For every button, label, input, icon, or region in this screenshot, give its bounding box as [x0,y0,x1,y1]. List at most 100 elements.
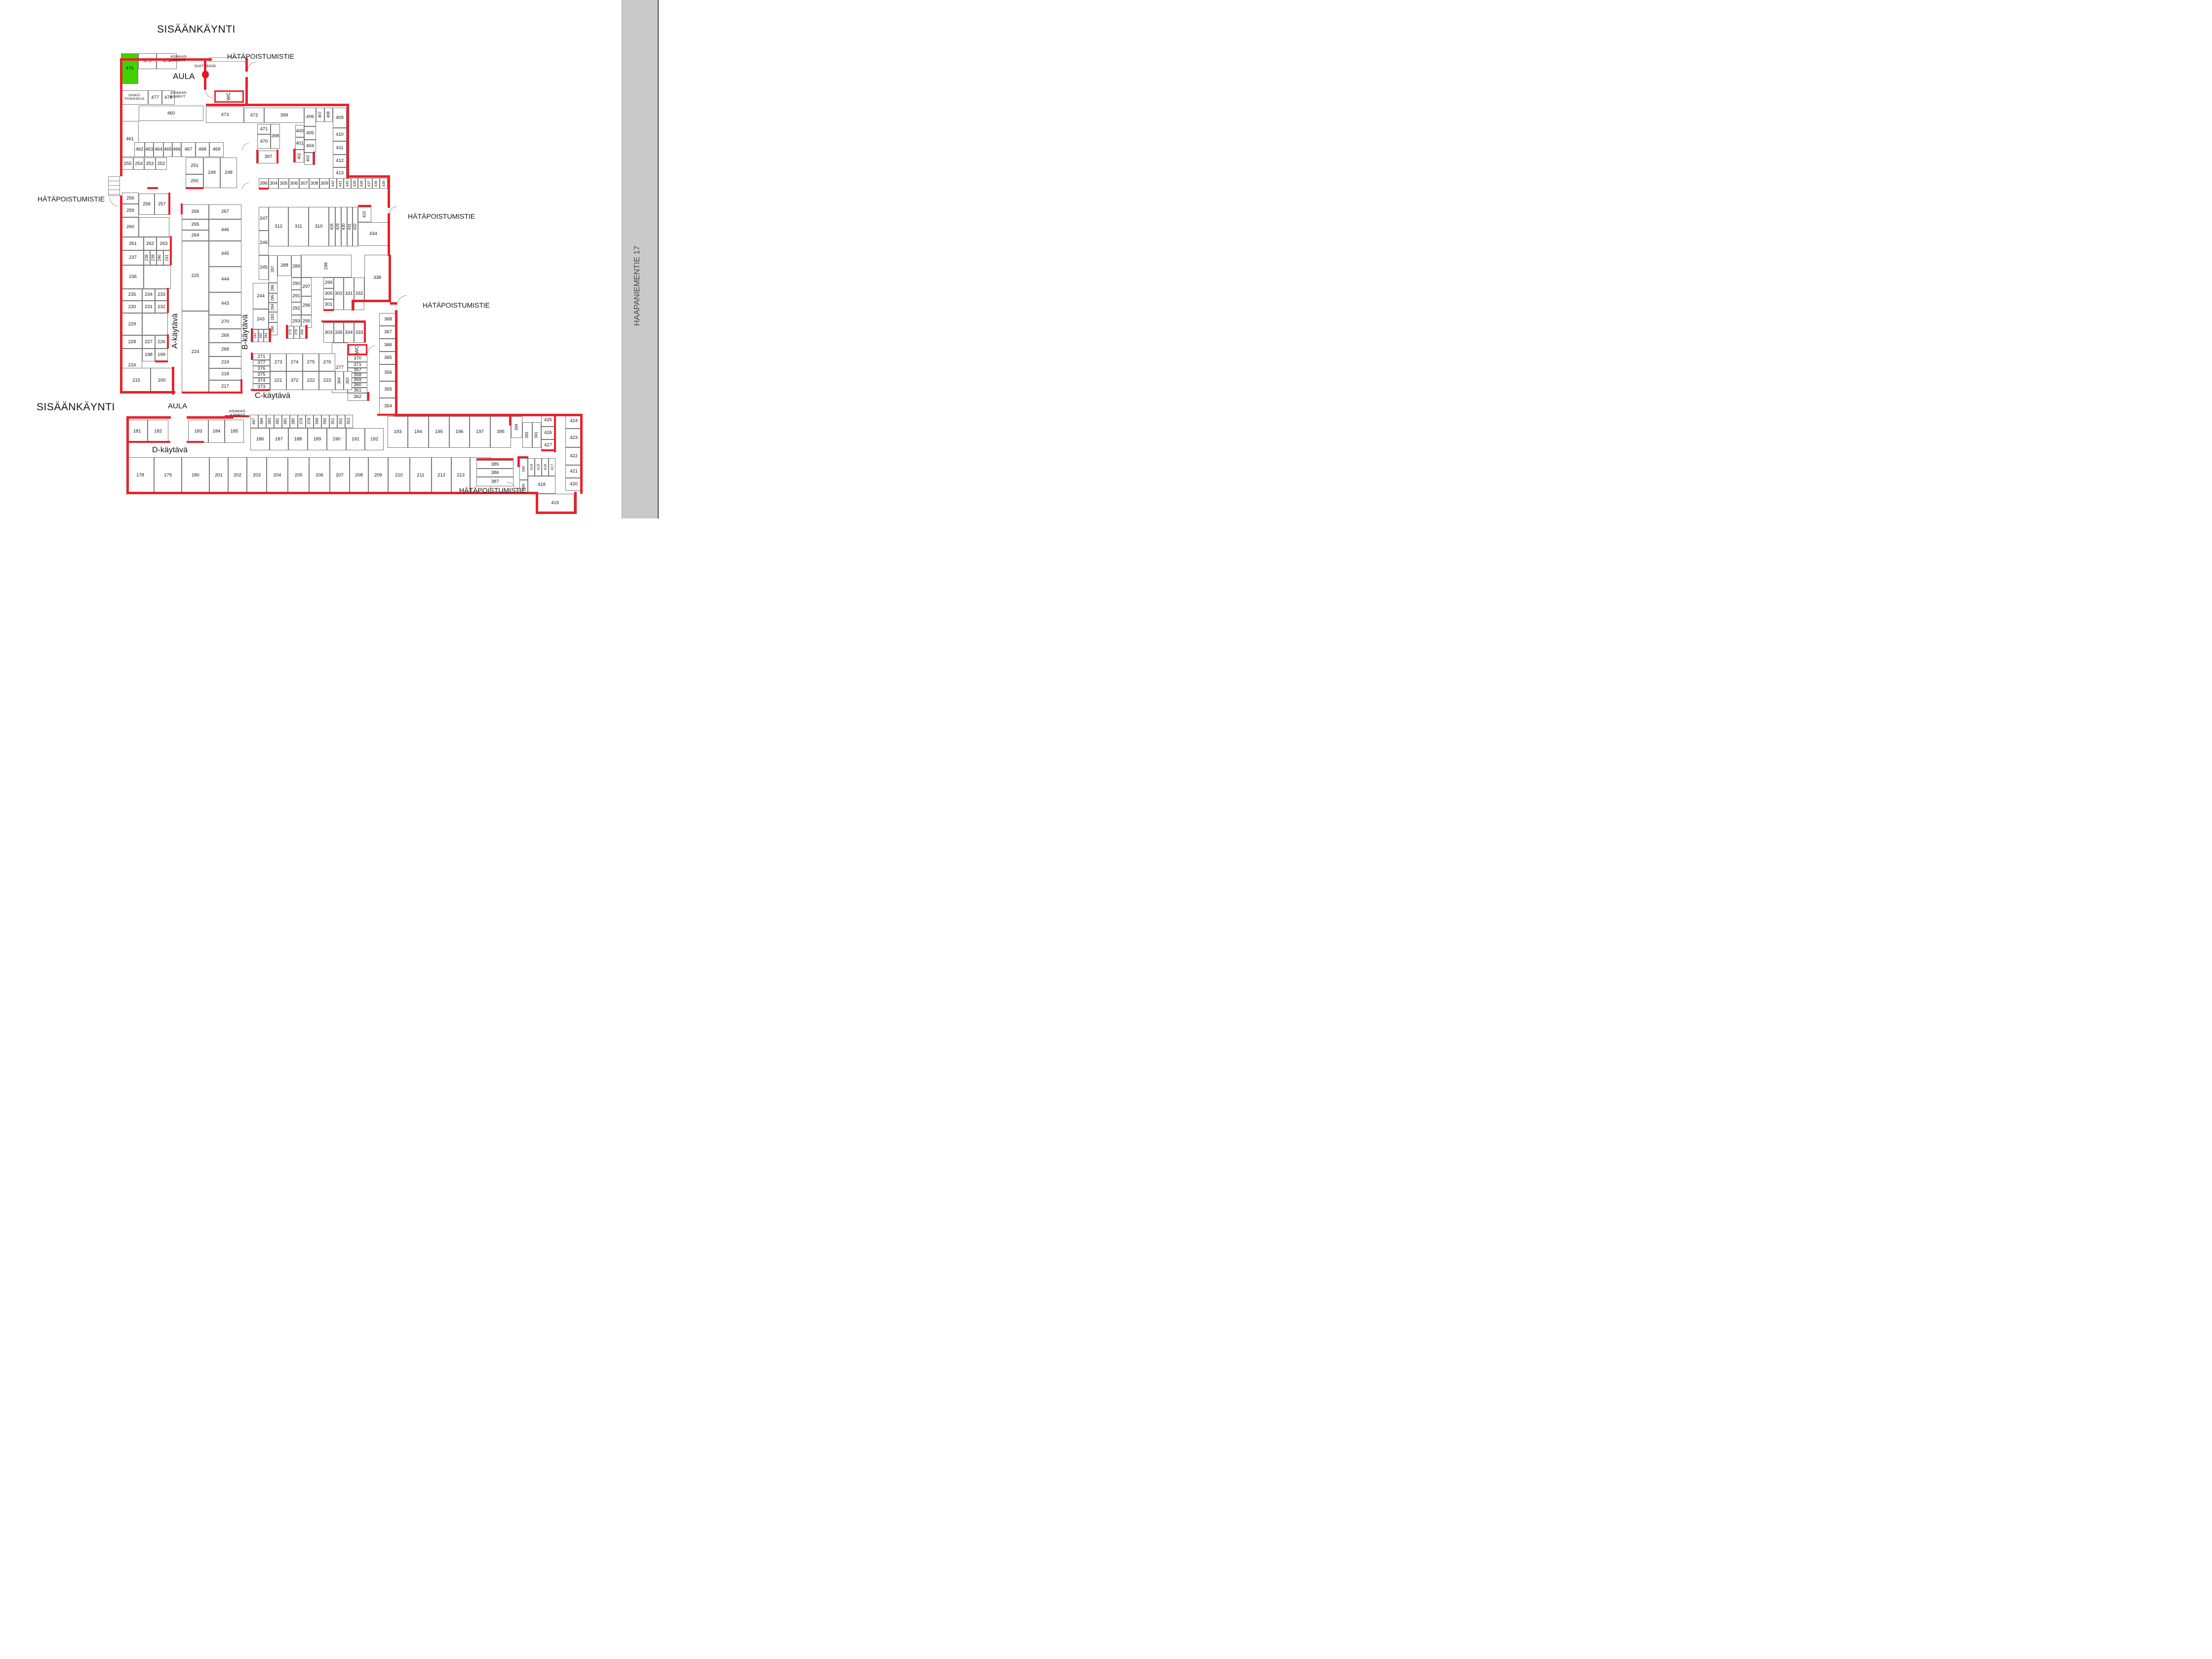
room-217: 217 [209,380,241,393]
room-197: 197 [470,416,490,448]
room-284: 284 [269,303,277,312]
room-label: 350 [322,418,327,425]
room-label: 193 [394,429,402,435]
room-281: 281 [264,329,269,342]
wall-segment [225,415,249,417]
wall-segment [306,325,308,339]
room-label: 463 [145,147,153,153]
room-308: 308 [309,178,319,189]
room-236: 236 [122,265,144,289]
room-label: WC [354,345,360,354]
room-468: 468 [196,142,209,157]
room-label: 382 [275,418,280,425]
room-label: 471 [260,126,268,132]
room-label: 274 [290,359,299,365]
room-label: 419 [551,500,559,506]
corridor-a-label: A-käytävä [171,313,179,349]
room-402: 402 [295,150,304,162]
room-label: 261 [129,240,137,246]
room-309: 309 [319,178,329,189]
door-arc-icon [247,62,257,72]
room-label: 307 [300,180,308,186]
room-label: 390 [521,466,526,473]
room-label: 276 [323,359,331,365]
room-label: 183 [194,428,202,434]
wall-segment [120,196,122,394]
room-182: 182 [148,420,168,443]
wall-segment [347,104,349,179]
room-239: 239 [150,250,157,265]
room-label: 386 [491,470,499,475]
door-arc-icon [242,143,249,150]
room-label: 200 [158,378,166,384]
room-311: 311 [288,207,309,246]
room-279: 279 [288,326,294,339]
room-470: 470 [257,134,271,149]
wall-segment [476,458,514,460]
room-357: 357 [348,368,367,373]
room-label: 195 [435,429,443,435]
room-label: 447 [251,418,256,425]
room-198: 198 [142,349,155,361]
room-label: 188 [294,436,302,442]
room-439: 439 [351,178,358,189]
room-label: 309 [320,180,328,186]
room-300: 300 [323,288,334,299]
room-label: 298 [323,262,329,270]
room-245: 245 [259,255,269,280]
room-label: 460 [167,110,175,116]
room-label: 213 [457,473,465,478]
room-label: 180 [192,473,199,478]
room-395: 395 [490,416,511,448]
room-label: 406 [306,114,314,120]
room-275: 275 [303,354,319,371]
room-256: 256 [122,193,139,204]
customer-carts-label-top: ASIAKAS- KÄRRYT [170,54,188,63]
wall-segment [395,310,397,416]
room-447: 447 [250,415,258,428]
room-label: 267 [221,209,229,215]
room-352: 352 [337,415,345,428]
room-221: 221 [270,371,286,390]
wall-segment [126,416,171,419]
room-377: 377 [253,360,270,366]
room-label: 237 [129,255,137,261]
room-label: 252 [157,160,165,166]
room-247: 247 [259,207,269,231]
room-s-hk-p-keskus: SÄHKÖ- PÄÄKESKUS [121,90,148,105]
room-396: 396 [259,178,269,189]
room-349: 349 [314,415,321,428]
wall-segment [377,414,397,416]
room-191: 191 [346,428,365,450]
room-291: 291 [291,290,301,302]
wall-segment [286,325,288,339]
room-label: WC [226,92,232,101]
room-label: 302 [335,291,343,297]
room-294: 294 [300,326,306,339]
wall-segment [256,150,258,163]
room-label: 218 [221,371,229,377]
room-274: 274 [286,354,303,371]
room-409: 409 [333,108,347,128]
room-label: 279 [289,329,293,335]
room-label: 277 [336,365,344,371]
room-label: 417 [550,464,554,471]
room-437: 437 [365,178,372,189]
room-467: 467 [181,142,196,157]
room-label: 359 [354,377,361,383]
room-label: 442 [330,180,335,187]
room-label: 425 [544,417,552,423]
room-273: 273 [270,354,286,371]
wall-segment [259,188,269,190]
room-178: 178 [126,457,154,494]
room-label: 412 [336,158,344,164]
room-331: 331 [344,277,354,310]
room-211: 211 [410,457,432,494]
wall-segment [167,300,169,313]
wall-segment [388,175,390,208]
room-204: 204 [267,457,288,494]
wall-segment [167,334,169,349]
room-384: 384 [258,415,266,428]
room-label: 241 [164,254,169,261]
room-302: 302 [334,277,344,310]
